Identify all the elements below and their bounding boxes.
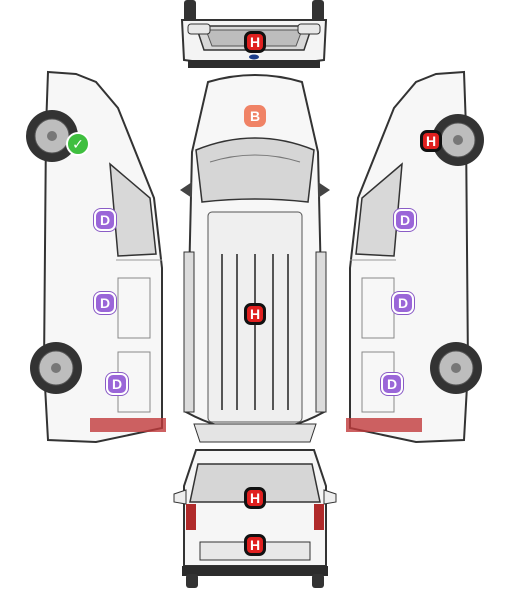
- check-icon: ✓: [72, 135, 84, 152]
- rear-view: [173, 449, 337, 588]
- left-side-view: [26, 70, 166, 444]
- damage-marker-right-front-wheel[interactable]: H: [420, 130, 442, 152]
- right-side-view: [346, 70, 484, 444]
- damage-marker-right-side-3[interactable]: D: [381, 373, 403, 395]
- ok-marker-left-front-wheel[interactable]: ✓: [66, 132, 90, 156]
- damage-marker-rear-window[interactable]: H: [244, 487, 266, 509]
- damage-marker-roof[interactable]: B: [244, 105, 266, 127]
- damage-marker-rear-bumper[interactable]: H: [244, 534, 266, 556]
- damage-marker-right-side-1[interactable]: D: [394, 209, 416, 231]
- damage-marker-left-side-3[interactable]: D: [106, 373, 128, 395]
- top-view: [180, 74, 330, 443]
- damage-marker-right-side-2[interactable]: D: [392, 292, 414, 314]
- damage-marker-front[interactable]: H: [244, 31, 266, 53]
- damage-marker-roof-center[interactable]: H: [244, 303, 266, 325]
- damage-marker-left-side-2[interactable]: D: [94, 292, 116, 314]
- damage-marker-left-side-1[interactable]: D: [94, 209, 116, 231]
